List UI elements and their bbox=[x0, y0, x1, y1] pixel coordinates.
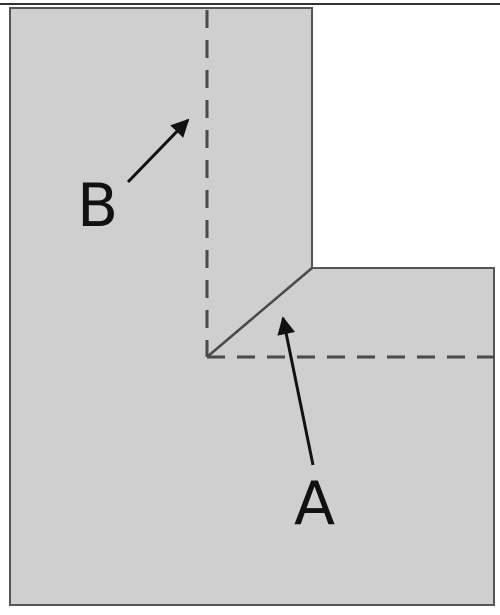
label-b: B bbox=[77, 171, 118, 241]
l-shaped-sheet bbox=[9, 7, 495, 606]
diagonal-cut-line bbox=[206, 267, 313, 358]
label-a: A bbox=[294, 469, 335, 539]
arrow-b bbox=[126, 118, 190, 184]
arrow-a bbox=[277, 316, 315, 466]
